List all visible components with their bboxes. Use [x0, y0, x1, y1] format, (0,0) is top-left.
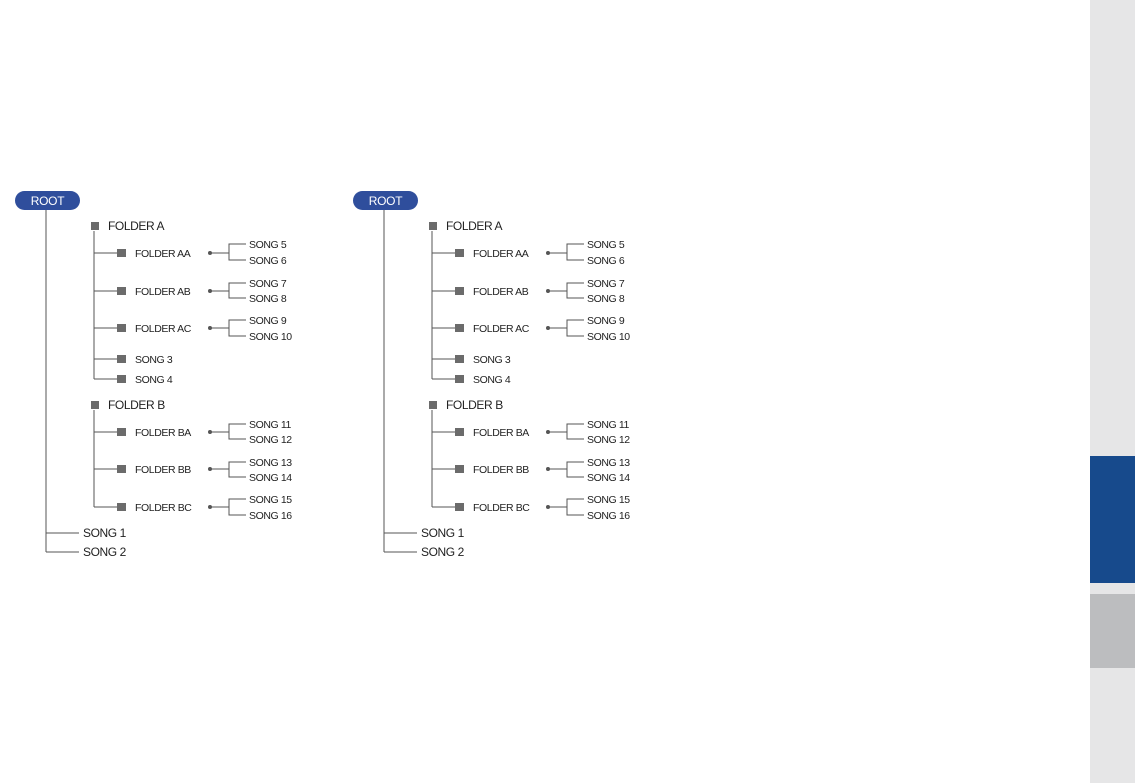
side-tab-inactive[interactable]: [1090, 594, 1135, 668]
root-label: ROOT: [31, 194, 65, 208]
folder-label-b: FOLDER B: [108, 398, 165, 412]
song-label-1: SONG 1: [83, 526, 127, 540]
song-label-4: SONG 4: [473, 374, 511, 386]
subfolder-icon: [117, 287, 126, 295]
folder-tree-diagram-right: ROOT FOLDER A FOLDER AA SONG 5 SONG 6 FO…: [353, 191, 631, 559]
root-label: ROOT: [369, 194, 403, 208]
song-label-10: SONG 10: [249, 331, 292, 343]
side-tab-strip: [1090, 0, 1135, 783]
subfolder-label-ab: FOLDER AB: [135, 286, 191, 298]
folder-label-b: FOLDER B: [446, 398, 503, 412]
song-label-6: SONG 6: [249, 255, 287, 267]
root-badge: [353, 191, 418, 210]
song-label-5: SONG 5: [587, 239, 625, 251]
folder-icon: [429, 401, 437, 409]
subfolder-icon: [117, 465, 126, 473]
song-label-14: SONG 14: [587, 472, 630, 484]
folder-label-a: FOLDER A: [446, 219, 503, 233]
subfolder-icon: [455, 324, 464, 332]
song-icon: [455, 375, 464, 383]
subfolder-label-bc: FOLDER BC: [135, 502, 192, 514]
song-icon: [455, 355, 464, 363]
song-label-12: SONG 12: [587, 434, 630, 446]
folder-icon: [91, 401, 99, 409]
subfolder-label-bb: FOLDER BB: [135, 464, 191, 476]
song-label-9: SONG 9: [249, 315, 287, 327]
subfolder-label-ac: FOLDER AC: [473, 323, 530, 335]
song-label-3: SONG 3: [473, 354, 511, 366]
subfolder-label-bc: FOLDER BC: [473, 502, 530, 514]
song-label-1: SONG 1: [421, 526, 465, 540]
song-label-13: SONG 13: [249, 457, 292, 469]
song-label-12: SONG 12: [249, 434, 292, 446]
song-label-11: SONG 11: [587, 419, 629, 431]
song-label-9: SONG 9: [587, 315, 625, 327]
subfolder-label-ba: FOLDER BA: [473, 427, 529, 439]
folder-icon: [429, 222, 437, 230]
subfolder-label-aa: FOLDER AA: [135, 248, 191, 260]
subfolder-label-ba: FOLDER BA: [135, 427, 191, 439]
subfolder-label-bb: FOLDER BB: [473, 464, 529, 476]
song-label-8: SONG 8: [587, 293, 625, 305]
subfolder-icon: [455, 249, 464, 257]
song-label-13: SONG 13: [587, 457, 630, 469]
subfolder-icon: [455, 465, 464, 473]
song-label-16: SONG 16: [587, 510, 630, 522]
folder-icon: [91, 222, 99, 230]
song-label-2: SONG 2: [83, 545, 127, 559]
song-label-6: SONG 6: [587, 255, 625, 267]
song-label-4: SONG 4: [135, 374, 173, 386]
page-area: ROOT FOLDER A FOLDER AA SONG 5 SONG 6 FO…: [15, 191, 631, 559]
subfolder-label-ac: FOLDER AC: [135, 323, 192, 335]
song-label-7: SONG 7: [587, 278, 625, 290]
song-label-10: SONG 10: [587, 331, 630, 343]
subfolder-icon: [117, 324, 126, 332]
song-label-14: SONG 14: [249, 472, 292, 484]
song-label-7: SONG 7: [249, 278, 287, 290]
song-label-5: SONG 5: [249, 239, 287, 251]
subfolder-label-ab: FOLDER AB: [473, 286, 529, 298]
song-label-2: SONG 2: [421, 545, 465, 559]
song-label-3: SONG 3: [135, 354, 173, 366]
song-label-8: SONG 8: [249, 293, 287, 305]
subfolder-icon: [455, 287, 464, 295]
subfolder-icon: [117, 503, 126, 511]
subfolder-icon: [455, 503, 464, 511]
song-icon: [117, 355, 126, 363]
song-label-15: SONG 15: [587, 494, 630, 506]
song-label-16: SONG 16: [249, 510, 292, 522]
subfolder-icon: [117, 249, 126, 257]
subfolder-label-aa: FOLDER AA: [473, 248, 529, 260]
root-badge: [15, 191, 80, 210]
folder-label-a: FOLDER A: [108, 219, 165, 233]
side-tab-active[interactable]: [1090, 456, 1135, 583]
subfolder-icon: [455, 428, 464, 436]
song-icon: [117, 375, 126, 383]
subfolder-icon: [117, 428, 126, 436]
song-label-11: SONG 11: [249, 419, 291, 431]
folder-tree-diagram-left: ROOT FOLDER A FOLDER AA SONG 5 SONG 6 FO…: [15, 191, 293, 559]
song-label-15: SONG 15: [249, 494, 292, 506]
